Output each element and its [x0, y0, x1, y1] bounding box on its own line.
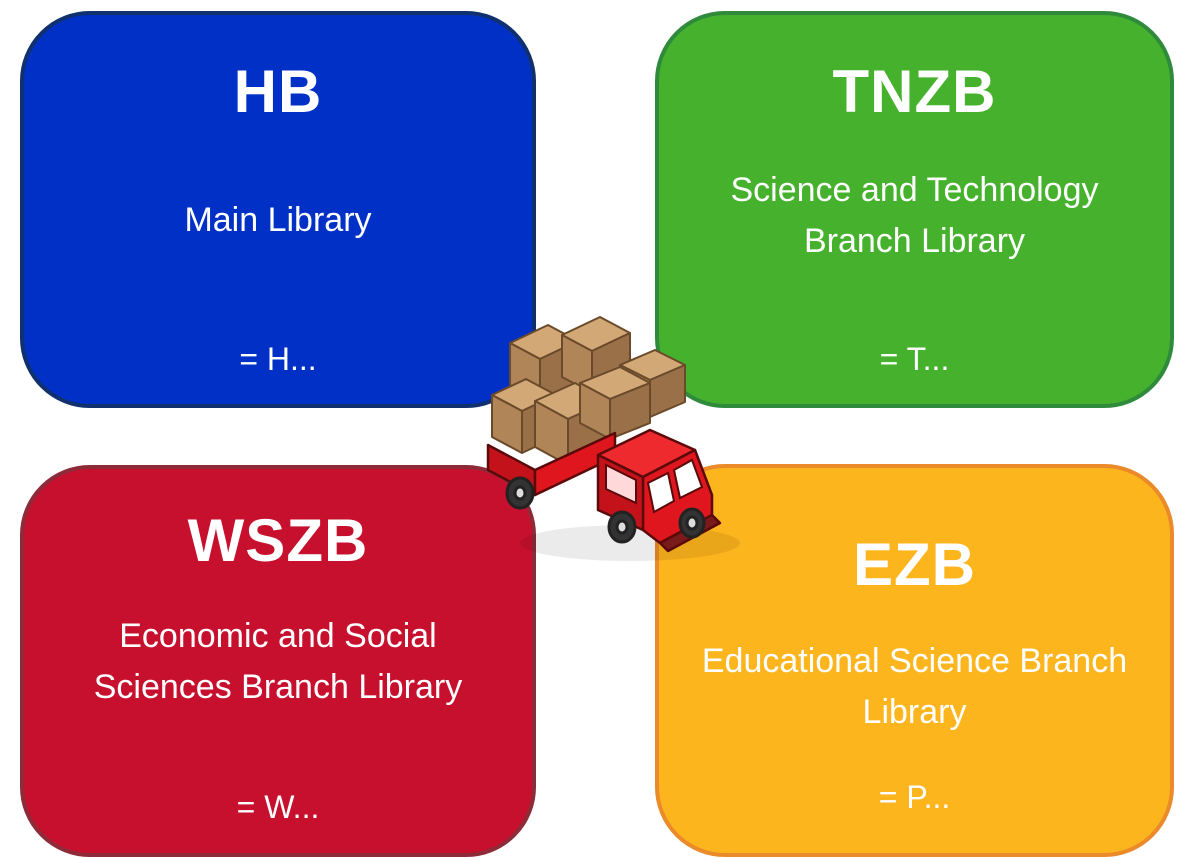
card-name: Educational Science Branch Library: [701, 642, 1128, 731]
card-main-library: HB Main Library = H...: [20, 11, 536, 408]
delivery-truck-icon: [486, 316, 740, 561]
card-code: EZB: [853, 531, 976, 598]
card-name: Main Library: [184, 201, 372, 239]
card-economic-social-sciences-library: WSZB Economic and Social Sciences Branch…: [20, 465, 536, 857]
card-code: HB: [233, 58, 323, 125]
card-prefix: = H...: [239, 341, 317, 377]
card-science-technology-library: TNZB Science and Technology Branch Libra…: [655, 11, 1174, 408]
card-prefix: = W...: [236, 789, 320, 825]
card-prefix: = P...: [878, 779, 951, 815]
card-name: Economic and Social Sciences Branch Libr…: [93, 617, 463, 706]
card-name: Science and Technology Branch Library: [730, 171, 1099, 260]
card-prefix: = T...: [879, 341, 950, 377]
card-educational-science-library: EZB Educational Science Branch Library =…: [655, 464, 1174, 857]
card-code: TNZB: [832, 58, 997, 125]
card-code: WSZB: [187, 507, 369, 574]
